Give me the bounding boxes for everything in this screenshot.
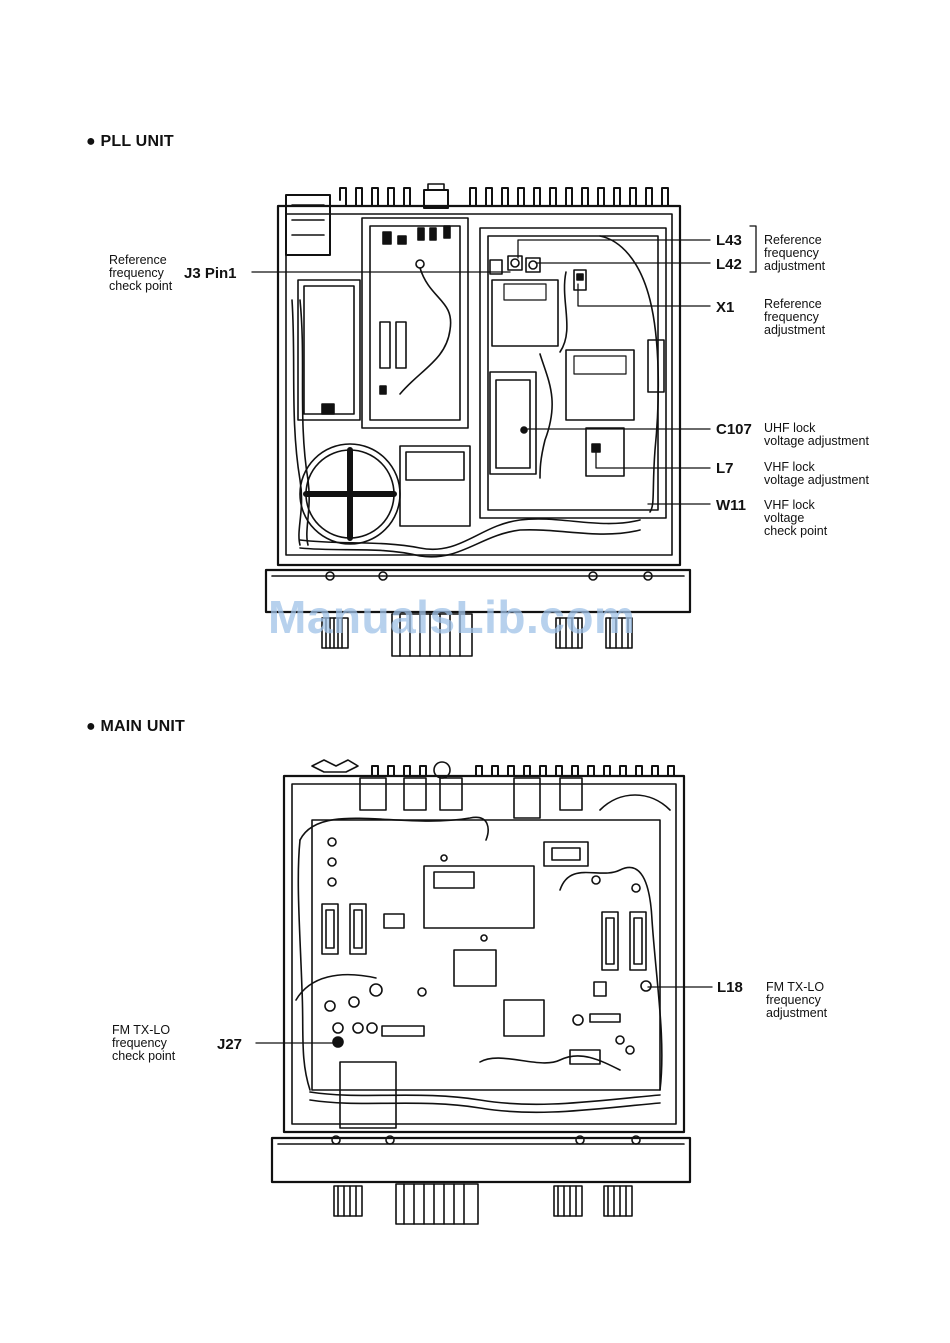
main-leader-lines	[255, 986, 713, 1044]
desc-line: Reference	[764, 233, 822, 247]
label-w11: W11	[716, 497, 747, 514]
x1-desc: Reference frequency adjustment	[764, 298, 825, 337]
label-j3-pin1: J3 Pin1	[184, 265, 237, 282]
desc-line: adjustment	[766, 1006, 828, 1020]
manualslib-watermark: ManualsLib.com	[268, 591, 636, 643]
label-c107: C107	[716, 421, 752, 438]
desc-line: frequency	[766, 993, 821, 1007]
l43-l42-desc: Reference frequency adjustment	[764, 234, 825, 273]
desc-line: adjustment	[764, 259, 826, 273]
desc-line: VHF lock	[764, 498, 815, 512]
label-x1: X1	[716, 299, 735, 316]
note-line: check point	[109, 279, 173, 293]
main-check-point-note: FM TX-LO frequency check point	[112, 1024, 175, 1063]
note-line: Reference	[109, 253, 167, 267]
pll-unit-heading: ● PLL UNIT	[86, 133, 174, 150]
desc-line: Reference	[764, 297, 822, 311]
desc-line: frequency	[764, 246, 819, 260]
desc-line: voltage	[764, 511, 805, 525]
desc-line: check point	[764, 524, 828, 538]
main-unit-heading: ● MAIN UNIT	[86, 718, 185, 735]
l7-desc: VHF lock voltage adjustment	[764, 461, 869, 487]
label-l43: L43	[716, 232, 742, 249]
main-unit-illustration	[270, 759, 692, 1225]
l18-desc: FM TX-LO frequency adjustment	[766, 981, 827, 1020]
desc-line: FM TX-LO	[766, 980, 825, 994]
label-j27: J27	[217, 1036, 243, 1053]
label-l18: L18	[717, 979, 743, 996]
desc-line: adjustment	[764, 323, 826, 337]
desc-line: voltage adjustment	[764, 434, 869, 448]
note-line: check point	[112, 1049, 176, 1063]
pll-leader-lines	[251, 225, 757, 505]
label-l42: L42	[716, 256, 742, 273]
desc-line: UHF lock	[764, 421, 816, 435]
pll-check-point-note: Reference frequency check point	[109, 254, 172, 293]
pll-unit-illustration	[264, 183, 692, 657]
w11-desc: VHF lock voltage check point	[764, 499, 827, 538]
c107-desc: UHF lock voltage adjustment	[764, 422, 869, 448]
note-line: frequency	[109, 266, 164, 280]
label-l7: L7	[716, 460, 734, 477]
desc-line: voltage adjustment	[764, 473, 869, 487]
note-line: FM TX-LO	[112, 1023, 171, 1037]
desc-line: frequency	[764, 310, 819, 324]
desc-line: VHF lock	[764, 460, 815, 474]
note-line: frequency	[112, 1036, 167, 1050]
